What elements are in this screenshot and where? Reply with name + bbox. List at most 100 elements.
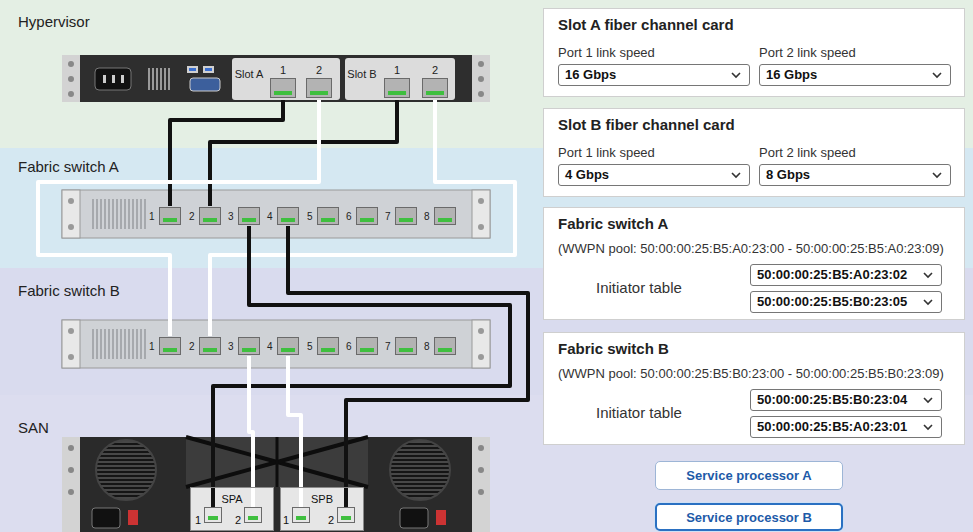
port-number: 2 — [235, 513, 241, 527]
dropdown: 16 Gbps — [558, 64, 750, 86]
text-slot: 4 — [267, 206, 273, 224]
dropdown-chevron — [932, 172, 942, 179]
text-slot: Port 2 link speed — [759, 43, 856, 61]
port-number: 8 — [424, 211, 430, 222]
switch-port: 8 — [424, 206, 458, 226]
port-socket — [270, 78, 296, 98]
fiber-cable — [38, 98, 319, 336]
port-socket — [292, 507, 310, 523]
port-number: 5 — [307, 211, 313, 222]
port-socket — [356, 337, 378, 355]
text-slot: 2 — [189, 206, 195, 224]
port-socket — [159, 337, 181, 355]
region-label: Fabric switch B — [18, 282, 120, 299]
text-slot: 2 — [189, 336, 195, 354]
port-number: 1 — [149, 211, 155, 222]
hba-port: 1 — [266, 60, 300, 98]
dropdown: 4 Gbps — [558, 164, 750, 186]
switch-port: 2 — [189, 336, 223, 356]
button: Service processor B — [655, 503, 843, 531]
panel-text: Fabric switch B — [558, 340, 669, 357]
switch-port: 7 — [385, 206, 419, 226]
san-port: 1 — [283, 507, 311, 527]
settings-panel: Fabric switch A(WWPN pool: 50:00:00:25:B… — [543, 207, 965, 320]
port-socket — [434, 337, 456, 355]
text-slot: Slot B — [347, 64, 377, 82]
switch-port: 6 — [346, 206, 380, 226]
text-slot: Fabric switch B — [18, 282, 120, 300]
region-band: Fabric switch B12345678 — [0, 268, 540, 395]
dropdown: 50:00:00:25:B5:A0:23:01 — [750, 416, 942, 438]
text-slot: 3 — [228, 206, 234, 224]
port-number: 7 — [385, 341, 391, 352]
panel-text: Port 2 link speed — [759, 45, 856, 60]
switch-port: 4 — [267, 206, 301, 226]
panel-text: Port 1 link speed — [558, 145, 655, 160]
fiber-cable — [170, 98, 283, 206]
switch-port: 3 — [228, 336, 262, 356]
button: Service processor A — [655, 461, 843, 490]
text-slot: 2 — [328, 510, 334, 528]
region-band: HypervisorSlot A 1 2 Slot B 1 2 — [0, 0, 540, 148]
port-number: 6 — [346, 341, 352, 352]
hypervisor-chassis — [62, 55, 490, 102]
hba-port: 2 — [418, 60, 452, 98]
switch-port: 5 — [307, 336, 341, 356]
switch-port: 2 — [189, 206, 223, 226]
text-slot: 4 — [267, 336, 273, 354]
switch-port: 8 — [424, 336, 458, 356]
service-processor-card: SPB 1 2 — [280, 487, 364, 531]
sp-label: SPA — [221, 492, 242, 506]
dropdown-chevron — [731, 172, 741, 179]
region-label: Fabric switch A — [18, 158, 119, 175]
text-slot: 5 — [307, 206, 313, 224]
button-label: Service processor A — [686, 468, 811, 483]
port-socket — [434, 207, 456, 225]
text-slot: Fabric switch B — [558, 340, 669, 358]
text-slot: Slot B fiber channel card — [558, 116, 735, 134]
panel-text: Slot B fiber channel card — [558, 116, 735, 133]
text-slot: Slot A — [234, 64, 264, 82]
text-slot: SAN — [18, 419, 49, 437]
text-slot: 8 — [424, 206, 430, 224]
settings-panel: Slot B fiber channel cardPort 1 link spe… — [543, 108, 965, 197]
text-slot: 1 — [283, 510, 289, 528]
port-socket — [337, 507, 355, 523]
dropdown-value: 4 Gbps — [565, 167, 609, 183]
region-label: Hypervisor — [18, 13, 90, 30]
port-socket — [204, 507, 222, 523]
text-slot: Hypervisor — [18, 13, 90, 31]
sp-label: SPB — [311, 492, 333, 506]
text-slot: 2 — [235, 510, 241, 528]
port-socket — [317, 207, 339, 225]
port-socket — [159, 207, 181, 225]
switch-port: 7 — [385, 336, 419, 356]
text-slot: (WWPN pool: 50:00:00:25:B5:A0:23:00 - 50… — [558, 239, 944, 257]
switch-port: 1 — [149, 336, 183, 356]
san-chassis — [62, 437, 490, 532]
port-number: 8 — [424, 341, 430, 352]
port-number: 1 — [394, 63, 400, 78]
port-socket — [244, 507, 262, 523]
port-socket — [422, 78, 448, 98]
port-socket — [306, 78, 332, 98]
port-socket — [384, 78, 410, 98]
port-number: 1 — [280, 63, 286, 78]
port-number: 2 — [189, 211, 195, 222]
text-slot: 6 — [346, 206, 352, 224]
san-port: 2 — [235, 507, 263, 527]
port-socket — [395, 337, 417, 355]
fabric-switch-a-chassis — [62, 190, 490, 238]
text-slot: 1 — [195, 510, 201, 528]
port-socket — [238, 337, 260, 355]
hba-port: 2 — [302, 60, 336, 98]
service-processor-card: SPA 1 2 — [190, 487, 274, 531]
text-slot: 8 — [424, 336, 430, 354]
panel-text: Port 1 link speed — [558, 45, 655, 60]
port-number: 1 — [283, 513, 289, 527]
dropdown-chevron — [932, 72, 942, 79]
hba-slot-card: Slot A 1 2 — [232, 58, 340, 100]
fiber-cable — [288, 356, 301, 507]
port-socket — [277, 207, 299, 225]
dropdown: 50:00:00:25:B5:B0:23:04 — [750, 389, 942, 411]
